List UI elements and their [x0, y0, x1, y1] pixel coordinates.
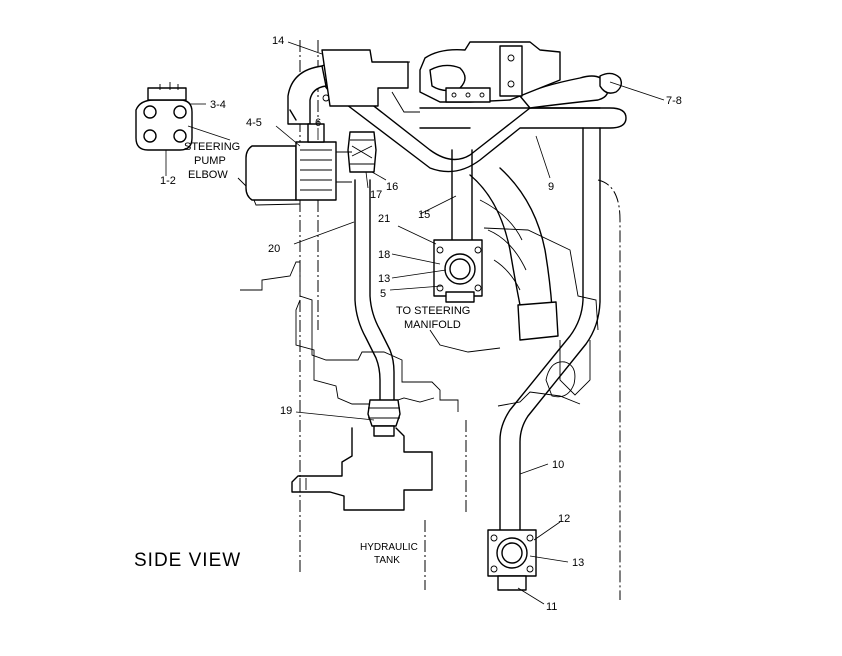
label-to-steering-manifold: TO STEERING MANIFOLD: [396, 305, 470, 331]
callout-19: 19: [280, 405, 292, 417]
callout-10: 10: [552, 459, 564, 471]
callout-4-5: 4-5: [246, 117, 262, 129]
callout-6: 6: [315, 117, 321, 129]
label-hydraulic-tank: HYDRAULIC TANK: [360, 542, 418, 566]
steering-pump-elbow-detail: [135, 82, 193, 151]
label-steering-pump-elbow: STEERING PUMP ELBOW: [184, 141, 240, 181]
upper-tube-7-8: [519, 72, 623, 109]
callout-9: 9: [548, 181, 554, 193]
callout-21: 21: [378, 213, 390, 225]
steering-pump: [245, 123, 352, 201]
callout-20: 20: [268, 243, 280, 255]
callout-numbers: 14 7-8 3-4 1-2 4-5 6 9 16 17 15 21 20 18…: [160, 35, 682, 613]
hose-15: [469, 167, 559, 341]
pump-manifold-14: [321, 41, 561, 113]
callout-15: 15: [418, 209, 430, 221]
steering-manifold-fitting: [433, 239, 483, 303]
callout-16: 16: [386, 181, 398, 193]
svg-text:TO STEERING: TO STEERING: [396, 305, 470, 317]
svg-text:TANK: TANK: [374, 555, 400, 566]
leader-lines: [165, 41, 665, 605]
hydraulic-tank: [291, 427, 433, 511]
callout-18: 18: [378, 249, 390, 261]
svg-text:PUMP: PUMP: [194, 155, 226, 167]
callout-17: 17: [370, 189, 382, 201]
view-title: SIDE VIEW: [134, 550, 241, 571]
svg-text:HYDRAULIC: HYDRAULIC: [360, 542, 418, 553]
svg-text:ELBOW: ELBOW: [188, 169, 228, 181]
manifold-pipe: [451, 149, 473, 241]
callout-13-manifold: 13: [378, 273, 390, 285]
callout-13-tank: 13: [572, 557, 584, 569]
callout-14: 14: [272, 35, 284, 47]
callout-11: 11: [546, 601, 557, 613]
pipe-10: [499, 127, 601, 531]
callout-7-8: 7-8: [666, 95, 682, 107]
callout-12: 12: [558, 513, 570, 525]
pipe-20: [354, 179, 401, 437]
svg-text:MANIFOLD: MANIFOLD: [404, 319, 461, 331]
coupling-16-17: [347, 131, 377, 173]
callout-1-2: 1-2: [160, 175, 176, 187]
callout-5: 5: [380, 288, 386, 300]
pump-elbow-pipe: [287, 65, 327, 125]
svg-text:STEERING: STEERING: [184, 141, 240, 153]
callout-3-4: 3-4: [210, 99, 226, 111]
tank-fitting: [487, 529, 537, 591]
